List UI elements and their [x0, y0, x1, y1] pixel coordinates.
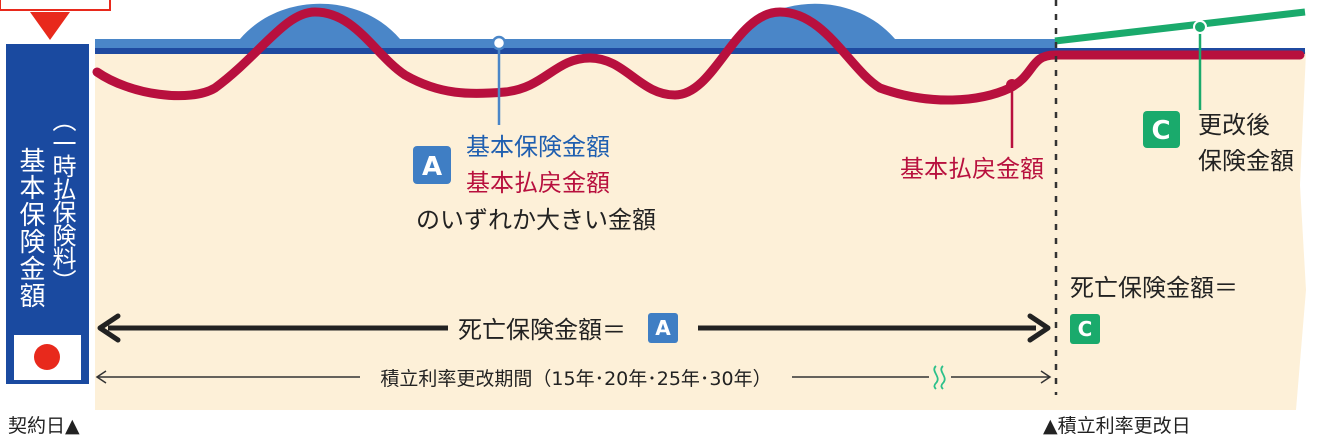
option-a-line2: 基本払戻金額	[466, 169, 610, 197]
option-a-line1: 基本保険金額	[466, 133, 610, 161]
callout-refund-dot	[1006, 79, 1018, 91]
death-benefit-right-label: 死亡保険金額＝	[1070, 274, 1238, 302]
pointer-box	[0, 0, 111, 11]
period-arrow-left-head	[95, 370, 107, 384]
pointer-triangle	[30, 12, 70, 40]
callout-c-dot	[1193, 20, 1207, 34]
renewal-green-line	[1054, 8, 1306, 45]
badge-c-small-letter: C	[1078, 317, 1093, 341]
after-renewal-line1: 更改後	[1198, 111, 1270, 139]
period-label: 積立利率更改期間（15年･20年･25年･30年）	[380, 368, 771, 390]
refund-label: 基本払戻金額	[900, 155, 1044, 183]
blue-band	[95, 3, 1055, 52]
badge-c-small	[1070, 314, 1100, 344]
period-arrow-right-head	[1040, 370, 1052, 384]
break-mark-icon-2	[940, 365, 946, 390]
left-label-main: 基本保険金額	[15, 147, 45, 309]
renewal-date-label: ▲積立利率更改日	[1043, 415, 1191, 437]
period-label-bg	[360, 364, 792, 390]
japan-flag-sun	[34, 344, 60, 370]
badge-a-letter: A	[422, 152, 442, 182]
refund-wave	[92, 7, 1305, 105]
badge-c-letter: C	[1151, 116, 1170, 146]
contract-date-label: 契約日▲	[8, 415, 80, 437]
beige-area	[95, 52, 1306, 410]
callout-a-dot	[491, 35, 507, 51]
left-column	[6, 44, 89, 384]
badge-a-small	[648, 313, 678, 343]
break-mark-icon	[933, 365, 939, 390]
badge-a-small-letter: A	[655, 316, 671, 340]
after-renewal-line2: 保険金額	[1198, 147, 1294, 175]
option-a-line3: のいずれか大きい金額	[416, 206, 656, 234]
left-label-sub: （一時払保険料）	[48, 108, 76, 292]
death-benefit-arrow-left-head	[97, 313, 121, 343]
badge-c	[1143, 111, 1180, 148]
death-benefit-arrow-label: 死亡保険金額＝	[458, 316, 626, 344]
death-benefit-arrow-right-head	[1027, 313, 1051, 343]
break-mark-bg	[929, 366, 951, 388]
badge-a	[413, 146, 451, 184]
